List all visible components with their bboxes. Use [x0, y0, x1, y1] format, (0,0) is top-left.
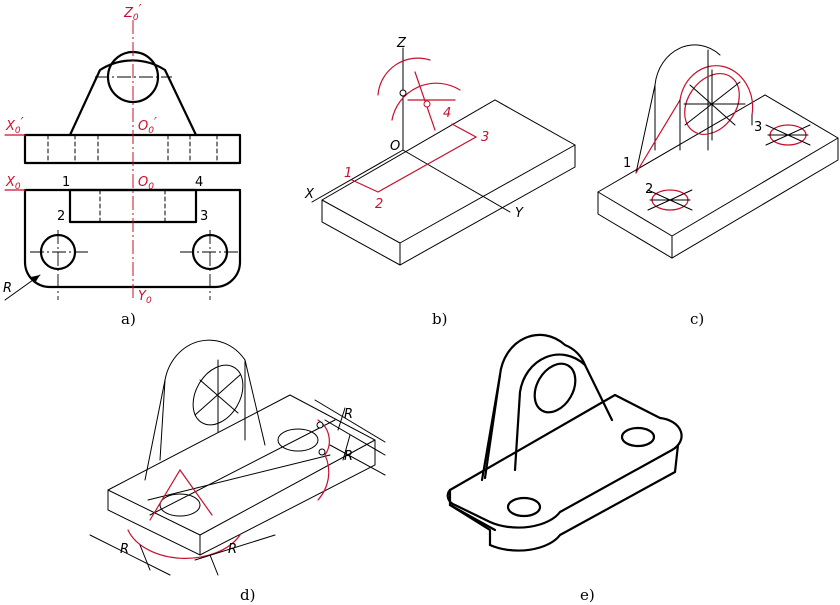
- caption-e: e): [580, 586, 595, 604]
- top-view-outline: [23, 188, 242, 289]
- label-d-r3: R: [120, 542, 129, 557]
- label-z0-prime: Z0′: [123, 3, 142, 23]
- e-ear-hole: [533, 362, 577, 414]
- label-d-r1: R: [344, 407, 353, 422]
- label-y0: Y0: [138, 289, 152, 306]
- panel-d-fillet-construction: R R R R d): [89, 339, 386, 604]
- d-hole-left: [159, 493, 201, 517]
- label-axis-x: X: [304, 187, 315, 202]
- d-fillet-arc-left: [149, 468, 213, 521]
- panel-a-orthographic: Z0′ O0′ X0′ X0 O0 Y0 1 2 3 4 R a): [3, 3, 242, 328]
- e-base-hole-right: [620, 426, 656, 448]
- label-o0: O0: [138, 175, 154, 192]
- label-point-3: 3: [200, 209, 208, 224]
- label-point-1: 1: [62, 175, 70, 190]
- label-axis-y: Y: [515, 206, 524, 221]
- e-base-top: [446, 393, 683, 529]
- label-o0-prime: O0′: [138, 116, 157, 136]
- label-b-point-2: 2: [375, 197, 383, 212]
- label-c-point-3: 3: [754, 120, 762, 135]
- label-b-point-4: 4: [443, 106, 451, 121]
- e-base-hole-left: [506, 496, 542, 518]
- label-point-4: 4: [195, 175, 203, 190]
- caption-c: c): [690, 310, 704, 328]
- axis-x: [311, 149, 404, 203]
- d-hole-right: [277, 428, 319, 452]
- ear-hole-ellipse: [684, 73, 740, 135]
- label-origin: O: [390, 139, 400, 154]
- label-b-point-1: 1: [344, 166, 352, 181]
- label-point-2: 2: [57, 209, 65, 224]
- label-x0: X0: [5, 175, 21, 192]
- label-x0-prime: X0′: [5, 116, 24, 136]
- label-axis-z: Z: [396, 36, 407, 51]
- label-b-point-3: 3: [481, 130, 489, 145]
- caption-b: b): [432, 310, 447, 328]
- construction-polyline-1234: [351, 123, 478, 193]
- label-c-point-2: 2: [645, 182, 653, 197]
- e-ear: [480, 333, 614, 482]
- caption-a: a): [121, 310, 136, 328]
- label-radius: R: [3, 281, 12, 296]
- label-c-point-1: 1: [623, 156, 631, 171]
- caption-d: d): [240, 586, 255, 604]
- axis-y: [402, 149, 511, 213]
- panel-c-ear-construction: 1 2 3 c): [597, 44, 839, 328]
- panel-e-final-part: e): [446, 333, 683, 604]
- panel-b-axes-box: Z X Y O 1 2 3 4 b): [304, 36, 576, 328]
- label-d-r2: R: [344, 449, 353, 464]
- label-d-r4: R: [228, 542, 237, 557]
